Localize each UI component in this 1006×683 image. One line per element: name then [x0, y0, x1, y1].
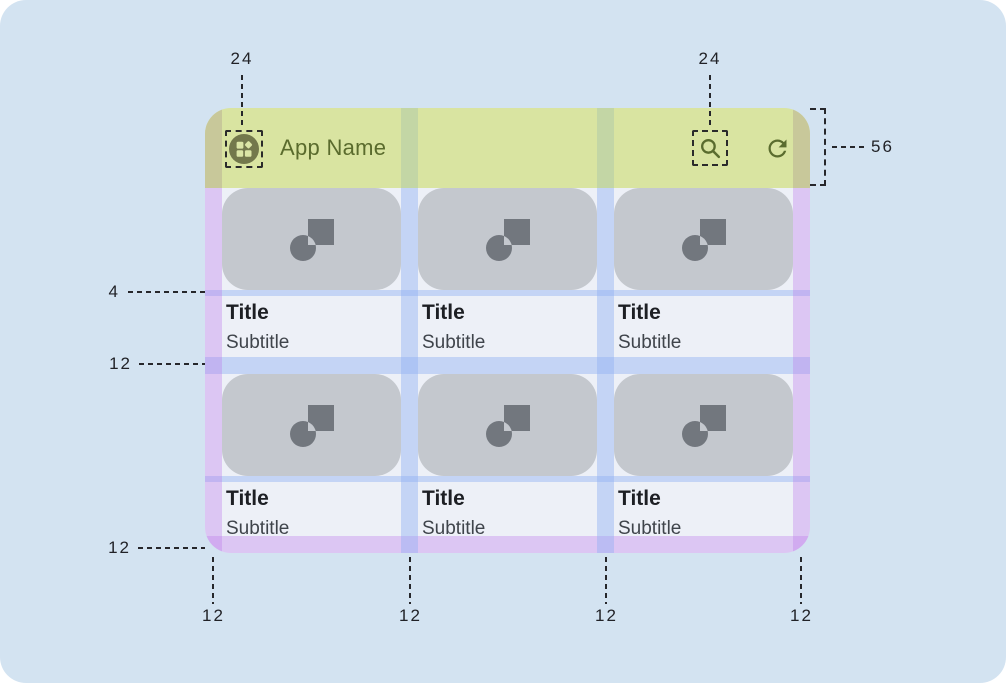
measure-line: [709, 75, 711, 128]
measure-line: [832, 146, 866, 148]
card-image[interactable]: [222, 188, 401, 290]
gutter-overlay-2-appbar: [597, 108, 614, 188]
image-placeholder-icon: [484, 401, 532, 449]
margin-overlay-left: [205, 188, 222, 553]
measure-line: [800, 557, 802, 604]
card-title: Title: [422, 301, 465, 324]
measure-label-12-margin-left: 12: [202, 606, 225, 625]
measure-label-56: 56: [871, 137, 894, 156]
search-icon-measure-box: [692, 130, 728, 166]
measure-line: [605, 557, 607, 604]
card-image[interactable]: [614, 188, 793, 290]
measure-label-12-bottom-margin: 12: [108, 538, 131, 557]
gap-band-12: [205, 357, 810, 374]
measure-line: [139, 363, 205, 365]
card-text[interactable]: Title Subtitle: [614, 296, 793, 357]
image-placeholder-icon: [288, 215, 336, 263]
app-title: App Name: [280, 135, 387, 160]
image-placeholder-icon: [680, 401, 728, 449]
card-text[interactable]: Title Subtitle: [418, 482, 597, 539]
gap-band-4: [205, 476, 810, 482]
card-subtitle: Subtitle: [226, 332, 290, 353]
margin-overlay-left-appbar: [205, 108, 222, 188]
card-subtitle: Subtitle: [422, 518, 486, 539]
card-image[interactable]: [614, 374, 793, 476]
margin-overlay-right: [793, 188, 810, 553]
image-placeholder-icon: [484, 215, 532, 263]
search-icon[interactable]: [698, 136, 723, 161]
card-subtitle: Subtitle: [618, 518, 682, 539]
card-image[interactable]: [418, 374, 597, 476]
card-image[interactable]: [418, 188, 597, 290]
card-title: Title: [226, 301, 269, 324]
gap-band-4: [205, 290, 810, 296]
measure-line: [241, 75, 243, 128]
card-image[interactable]: [222, 374, 401, 476]
gutter-overlay-2: [597, 188, 614, 553]
card-title: Title: [422, 487, 465, 510]
measure-label-4: 4: [108, 282, 120, 301]
card-text[interactable]: Title Subtitle: [418, 296, 597, 357]
measure-line: [409, 557, 411, 604]
refresh-icon[interactable]: [764, 135, 791, 162]
measure-label-12-gutter-2: 12: [595, 606, 618, 625]
gutter-overlay-1: [401, 188, 418, 553]
apps-icon[interactable]: [229, 134, 259, 164]
card-title: Title: [226, 487, 269, 510]
card-subtitle: Subtitle: [422, 332, 486, 353]
image-placeholder-icon: [680, 215, 728, 263]
card-title: Title: [618, 301, 661, 324]
gutter-overlay-1-appbar: [401, 108, 418, 188]
measure-label-24-left: 24: [230, 49, 254, 68]
app-mockup: App Name Title Su: [205, 108, 810, 553]
card-text[interactable]: Title Subtitle: [222, 296, 401, 357]
leading-icon-measure-box: [225, 130, 263, 168]
image-placeholder-icon: [288, 401, 336, 449]
measure-line: [128, 291, 206, 293]
card-grid: Title Subtitle Title Subtitle Title Subt…: [205, 188, 810, 553]
measure-label-12-margin-right: 12: [790, 606, 813, 625]
bottom-margin-band: [205, 536, 810, 553]
card-text[interactable]: Title Subtitle: [614, 482, 793, 539]
measure-line: [212, 557, 214, 604]
card-text[interactable]: Title Subtitle: [222, 482, 401, 539]
measure-bracket-56: [810, 108, 826, 186]
card-title: Title: [618, 487, 661, 510]
measure-label-12-rowgap: 12: [109, 354, 132, 373]
measure-label-24-right: 24: [698, 49, 722, 68]
measure-label-12-gutter-1: 12: [399, 606, 422, 625]
measure-line: [138, 547, 205, 549]
top-app-bar: App Name: [205, 108, 810, 188]
margin-overlay-right-appbar: [793, 108, 810, 188]
card-subtitle: Subtitle: [226, 518, 290, 539]
card-subtitle: Subtitle: [618, 332, 682, 353]
